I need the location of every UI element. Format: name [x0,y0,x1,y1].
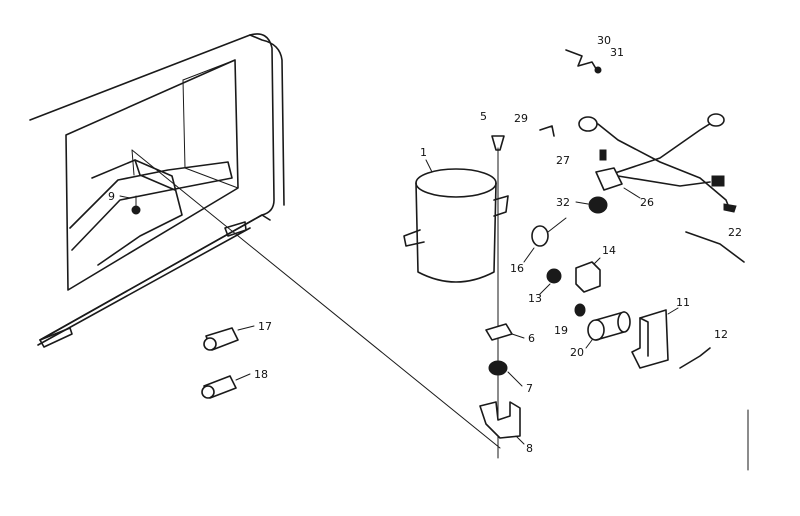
label-26: 26 [640,196,654,209]
label-8: 8 [526,442,533,455]
label-11: 11 [676,296,690,309]
part-1-capacitor: 1 [403,146,509,283]
label-13: 13 [528,292,542,305]
label-9: 9 [108,190,115,203]
label-20: 20 [570,346,584,359]
label-14: 14 [602,244,616,257]
part-6-clip: 6 [485,323,535,345]
part-30-31-terminal: 30 31 [565,34,624,74]
label-6: 6 [528,332,535,345]
part-9-screw: 9 [108,190,141,215]
part-20-tube: 20 [570,311,631,359]
part-32-relay: 32 [556,196,608,214]
part-16-grommet: 16 [510,217,567,275]
label-18: 18 [254,368,268,381]
part-7-nut: 7 [488,360,533,395]
part-27-screw: 27 [556,149,607,167]
part-22-wire: 22 [685,226,745,263]
label-1: 1 [420,146,427,159]
part-29-pin: 29 [514,112,555,137]
label-29: 29 [514,112,528,125]
cabinet-housing [29,33,501,449]
part-11-bracket: 11 [631,296,690,369]
part-19-washer: 19 [554,303,586,337]
part-26-wire-harness: 26 [578,113,737,213]
part-5-fastener: 5 [480,110,505,151]
label-22: 22 [728,226,742,239]
part-8-bracket: 8 [479,401,533,455]
label-7: 7 [526,382,533,395]
part-12-screw: 12 [679,328,728,369]
label-27: 27 [556,154,570,167]
part-18-connector: 18 [201,368,268,399]
label-12: 12 [714,328,728,341]
label-31: 31 [610,46,624,59]
label-17: 17 [258,320,272,333]
label-30: 30 [597,34,611,47]
part-14-switch: 14 [575,244,616,293]
label-32: 32 [556,196,570,209]
part-13-nut: 13 [528,268,562,305]
part-17-connector: 17 [203,320,272,351]
label-16: 16 [510,262,524,275]
label-19: 19 [554,324,568,337]
label-5: 5 [480,110,487,123]
